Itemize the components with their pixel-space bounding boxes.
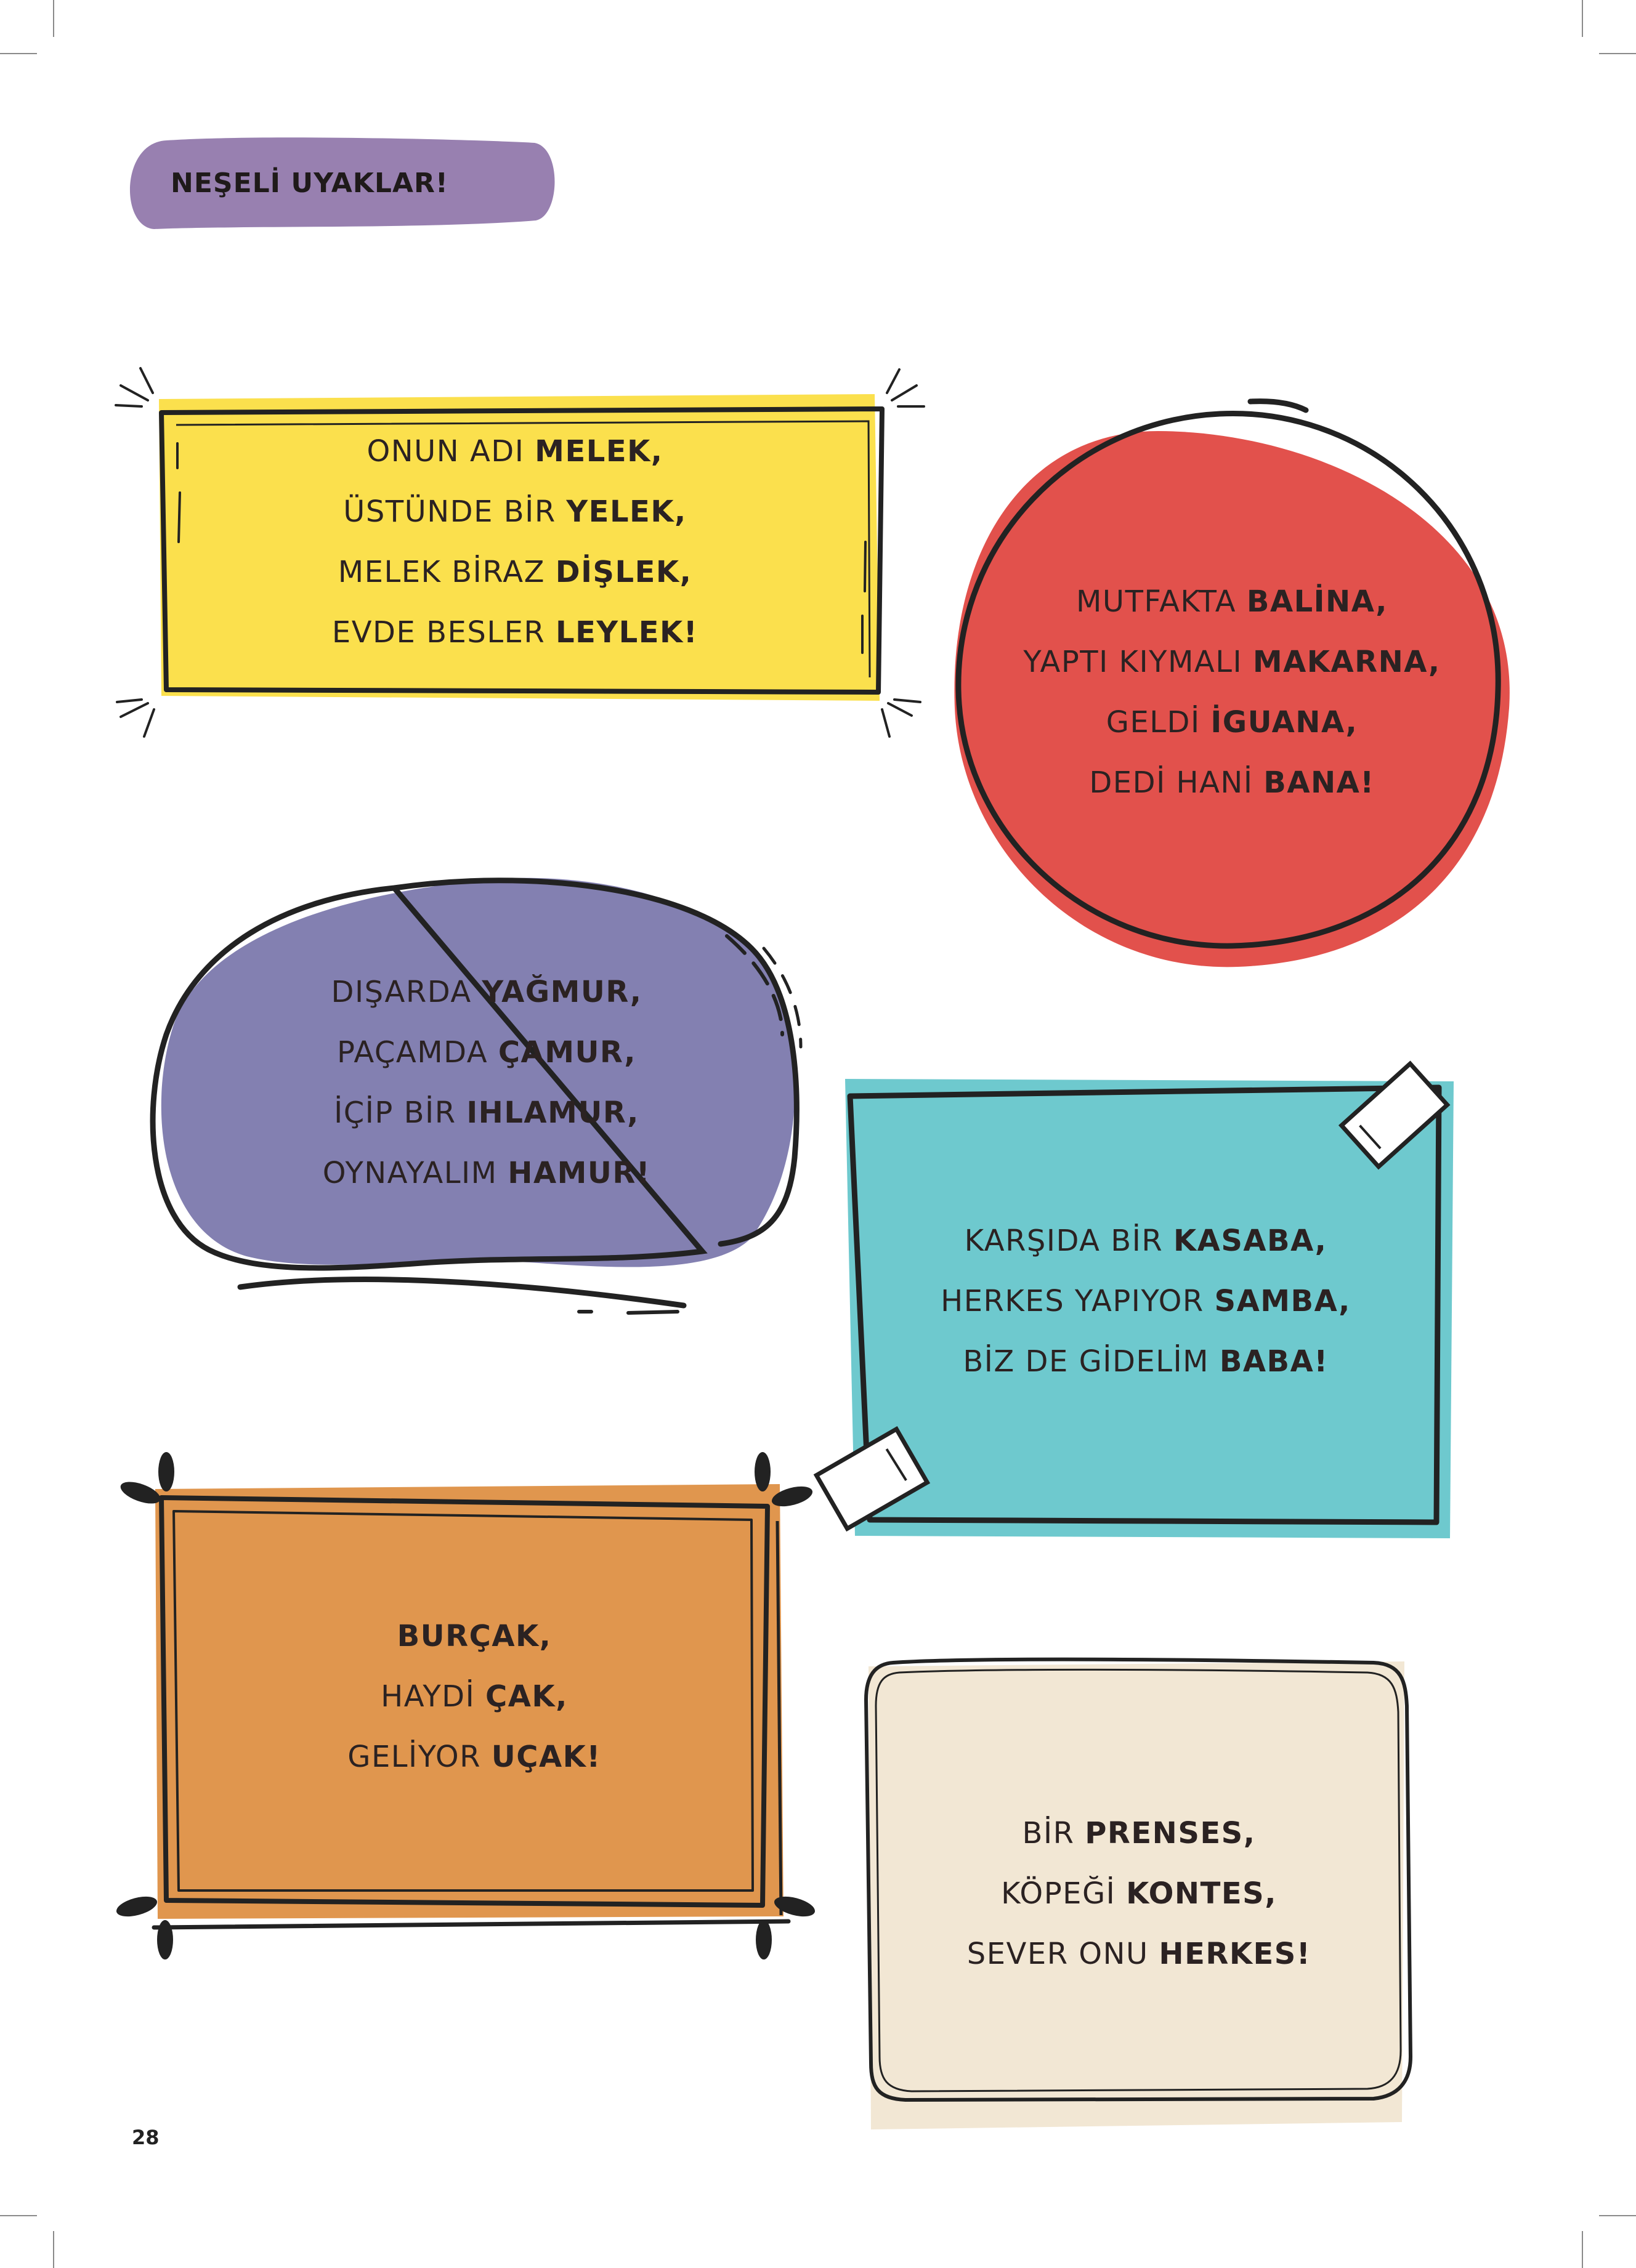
rhyme-line: DIŞARDA YAĞMUR, [185, 962, 788, 1022]
rhyme-line: OYNAYALIM HAMUR! [185, 1143, 788, 1203]
rhyme-word-bold: DİŞLEK, [555, 555, 692, 589]
rhyme-text: ONUN ADI [366, 434, 535, 469]
rhyme-text: DIŞARDA [331, 975, 482, 1009]
crop-mark [1582, 2231, 1583, 2268]
yellow-box [115, 367, 925, 738]
rhyme-text: İÇİP BİR [334, 1096, 467, 1130]
rhyme-text: KARŞIDA BİR [964, 1224, 1173, 1258]
rhyme-word-bold: BANA! [1263, 765, 1375, 800]
rhyme-word-bold: KASABA, [1173, 1224, 1327, 1258]
rhyme-line: BİZ DE GİDELİM BABA! [856, 1331, 1435, 1392]
rhyme-text: MUTFAKTA [1076, 584, 1247, 619]
rhyme-text: MELEK BİRAZ [338, 555, 556, 589]
rhyme-text: GELDİ [1106, 705, 1211, 740]
rhyme-line: DEDİ HANİ BANA! [961, 753, 1503, 813]
red-circle [954, 398, 1510, 967]
rhyme-word-bold: MELEK, [535, 434, 663, 469]
crop-mark [1582, 0, 1583, 37]
rhyme-kasaba: KARŞIDA BİR KASABA,HERKES YAPIYOR SAMBA,… [856, 1211, 1435, 1392]
crop-mark [0, 2215, 37, 2216]
title-pill-shape [129, 137, 555, 229]
rhyme-word-bold: IHLAMUR, [466, 1096, 639, 1130]
rhyme-text: SEVER ONU [966, 1937, 1159, 1971]
rhyme-line: GELDİ İGUANA, [961, 692, 1503, 753]
rhyme-line: KARŞIDA BİR KASABA, [856, 1211, 1435, 1271]
rhyme-melek: ONUN ADI MELEK,ÜSTÜNDE BİR YELEK,MELEK B… [158, 421, 872, 663]
rhyme-word-bold: HAMUR! [508, 1156, 651, 1190]
rhyme-text: EVDE BESLER [331, 615, 556, 650]
rhyme-word-bold: İGUANA, [1210, 705, 1358, 740]
rhyme-word-bold: ÇAK, [485, 1679, 568, 1714]
orange-box [116, 1452, 816, 1959]
rhyme-line: BİR PRENSES, [871, 1803, 1407, 1863]
rhyme-word-bold: BALİNA, [1246, 584, 1388, 619]
rhyme-text: HAYDİ [381, 1679, 486, 1714]
rhyme-yagmur: DIŞARDA YAĞMUR,PAÇAMDA ÇAMUR,İÇİP BİR IH… [185, 962, 788, 1203]
rhyme-text: HERKES YAPIYOR [941, 1284, 1215, 1318]
rhyme-text: KÖPEĞİ [1001, 1876, 1127, 1911]
rhyme-word-bold: ÇAMUR, [498, 1035, 637, 1070]
rhyme-word-bold: BABA! [1219, 1344, 1329, 1379]
lavender-blob [150, 878, 803, 1315]
rhyme-burcak: BURÇAK,HAYDİ ÇAK,GELİYOR UÇAK! [185, 1606, 764, 1787]
rhyme-line: HAYDİ ÇAK, [185, 1666, 764, 1727]
crop-mark [1599, 2215, 1636, 2216]
rhyme-line: İÇİP BİR IHLAMUR, [185, 1083, 788, 1143]
teal-note [813, 1060, 1454, 1538]
rhyme-word-bold: YELEK, [566, 494, 687, 529]
crop-mark [1599, 53, 1636, 54]
rhyme-word-bold: MAKARNA, [1252, 645, 1441, 679]
rhyme-line: ÜSTÜNDE BİR YELEK, [158, 482, 872, 542]
rhyme-line: MUTFAKTA BALİNA, [961, 571, 1503, 632]
rhyme-word-bold: BURÇAK, [397, 1619, 552, 1653]
rhyme-text: PAÇAMDA [336, 1035, 498, 1070]
page-title: NEŞELİ UYAKLAR! [171, 167, 448, 199]
rhyme-line: BURÇAK, [185, 1606, 764, 1666]
crop-mark [53, 2231, 54, 2268]
rhyme-line: EVDE BESLER LEYLEK! [158, 602, 872, 663]
rhyme-word-bold: PRENSES, [1085, 1816, 1256, 1850]
rhyme-word-bold: KONTES, [1126, 1876, 1277, 1911]
rhyme-text: BİZ DE GİDELİM [963, 1344, 1220, 1379]
rhyme-balina: MUTFAKTA BALİNA,YAPTI KIYMALI MAKARNA,GE… [961, 571, 1503, 813]
cream-card [864, 1657, 1413, 2129]
rhyme-line: YAPTI KIYMALI MAKARNA, [961, 632, 1503, 692]
crop-mark [53, 0, 54, 37]
rhyme-word-bold: YAĞMUR, [482, 975, 642, 1009]
page-number: 28 [132, 2126, 160, 2149]
rhyme-line: HERKES YAPIYOR SAMBA, [856, 1271, 1435, 1331]
rhyme-text: OYNAYALIM [322, 1156, 508, 1190]
rhyme-text: YAPTI KIYMALI [1023, 645, 1253, 679]
rhyme-line: SEVER ONU HERKES! [871, 1924, 1407, 1984]
rhyme-line: KÖPEĞİ KONTES, [871, 1863, 1407, 1924]
crop-mark [0, 53, 37, 54]
rhyme-word-bold: HERKES! [1159, 1937, 1311, 1971]
rhyme-word-bold: UÇAK! [491, 1740, 601, 1774]
rhyme-line: MELEK BİRAZ DİŞLEK, [158, 542, 872, 602]
rhyme-text: DEDİ HANİ [1089, 765, 1264, 800]
rhyme-text: BİR [1022, 1816, 1085, 1850]
rhyme-line: GELİYOR UÇAK! [185, 1727, 764, 1787]
rhyme-text: GELİYOR [347, 1740, 492, 1774]
rhyme-prenses: BİR PRENSES,KÖPEĞİ KONTES,SEVER ONU HERK… [871, 1803, 1407, 1984]
rhyme-line: PAÇAMDA ÇAMUR, [185, 1022, 788, 1083]
rhyme-line: ONUN ADI MELEK, [158, 421, 872, 482]
rhyme-text: ÜSTÜNDE BİR [343, 494, 567, 529]
rhyme-word-bold: SAMBA, [1214, 1284, 1351, 1318]
rhyme-word-bold: LEYLEK! [556, 615, 699, 650]
